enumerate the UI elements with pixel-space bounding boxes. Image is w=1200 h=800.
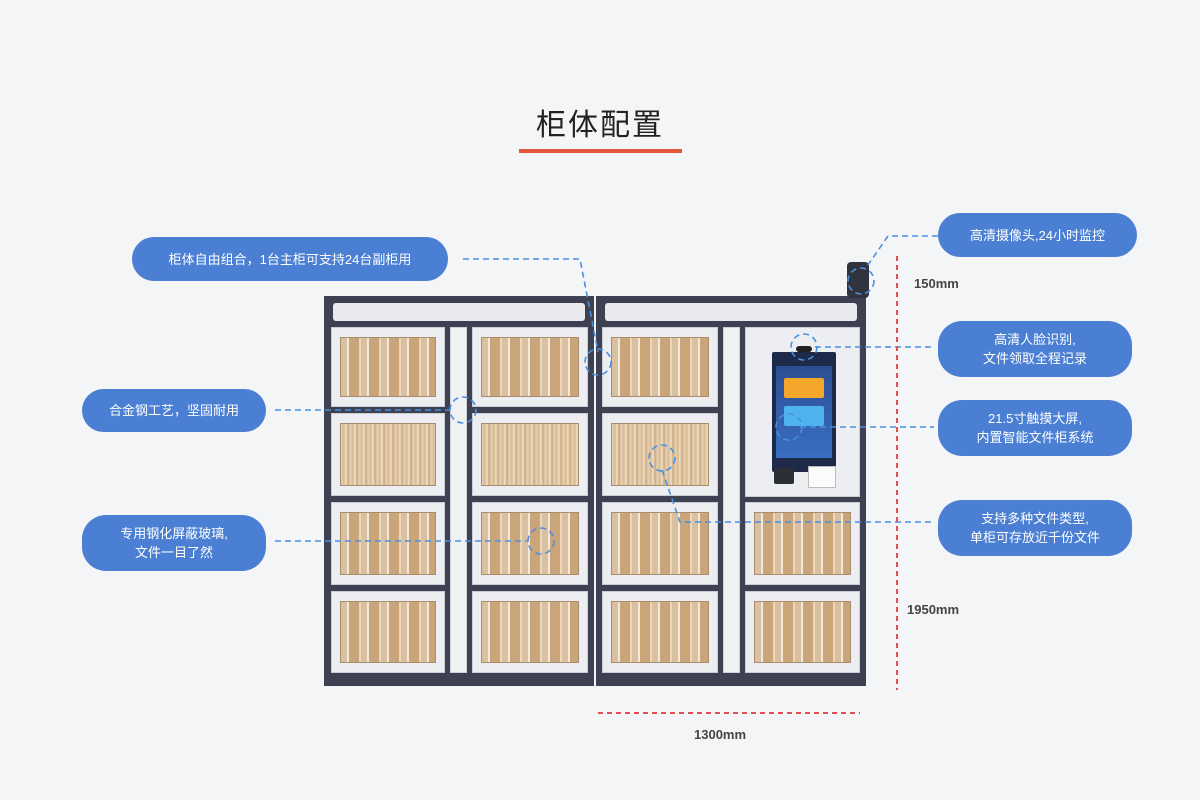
screen-tile-orange	[784, 378, 824, 398]
cabinet-divider	[723, 327, 740, 673]
touch-screen	[772, 352, 836, 472]
callout-types: 支持多种文件类型, 单柜可存放近千份文件	[938, 500, 1132, 556]
locker-door	[602, 327, 718, 407]
locker-door	[331, 413, 445, 496]
locker-door	[331, 591, 445, 673]
locker-door	[331, 327, 445, 407]
callout-face: 高清人脸识别, 文件领取全程记录	[938, 321, 1132, 377]
locker-door	[472, 413, 588, 496]
locker-door	[331, 502, 445, 585]
callout-camera: 高清摄像头,24小时监控	[938, 213, 1137, 257]
page-title: 柜体配置	[536, 109, 664, 142]
callout-combo: 柜体自由组合，1台主柜可支持24台副柜用	[132, 237, 448, 281]
locker-door	[745, 502, 860, 585]
cabinet-top-strip-left	[333, 303, 585, 321]
locker-door	[472, 502, 588, 585]
touch-screen-panel	[745, 327, 860, 497]
locker-door	[745, 591, 860, 673]
connector-camera	[867, 235, 938, 266]
callout-glass: 专用钢化屏蔽玻璃, 文件一目了然	[82, 515, 266, 571]
locker-door	[602, 413, 718, 496]
locker-door	[472, 327, 588, 407]
callout-alloy: 合金钢工艺，坚固耐用	[82, 389, 266, 432]
surveillance-camera-icon	[847, 262, 869, 298]
callout-screen: 21.5寸触摸大屏, 内置智能文件柜系统	[938, 400, 1132, 456]
qr-scanner-icon	[808, 466, 836, 488]
dimension-top-height: 150mm	[914, 276, 959, 291]
cabinet-top-strip-right	[605, 303, 857, 321]
dimension-width: 1300mm	[694, 727, 747, 742]
title-underline	[519, 149, 682, 153]
locker-door	[472, 591, 588, 673]
screen-tile-blue	[784, 406, 824, 426]
locker-door	[602, 502, 718, 585]
card-reader-icon	[774, 468, 794, 484]
dimension-height: 1950mm	[907, 602, 960, 617]
cabinet-divider	[450, 327, 467, 673]
locker-door	[602, 591, 718, 673]
